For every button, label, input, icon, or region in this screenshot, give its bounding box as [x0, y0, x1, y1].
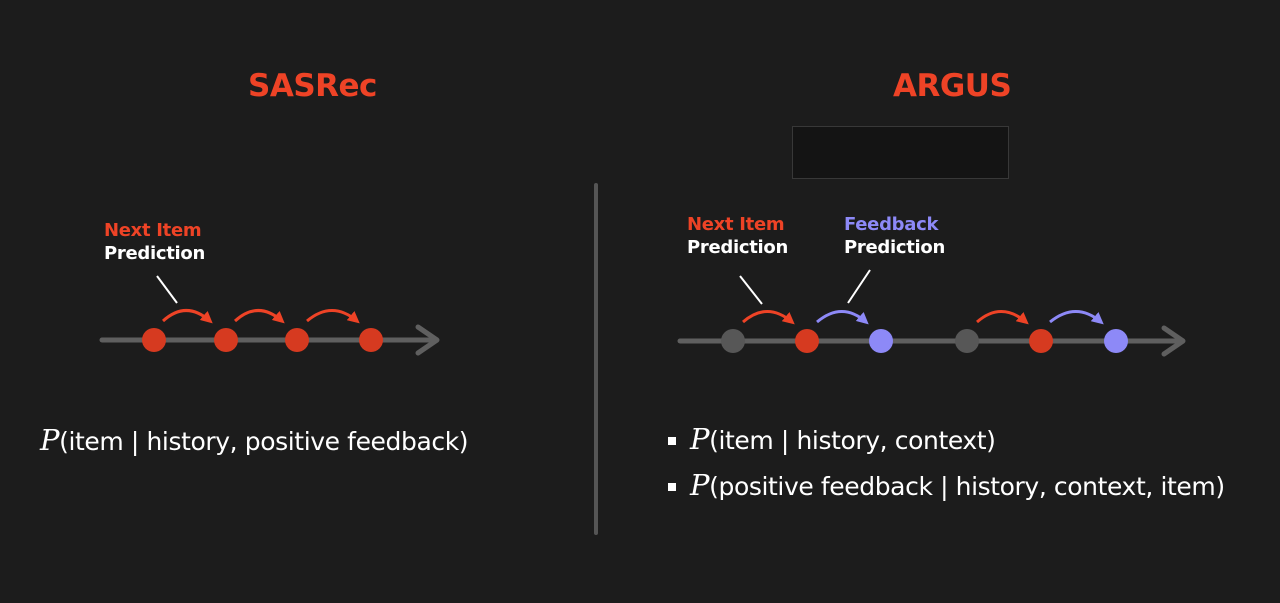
argus-feedback-arrow — [1049, 310, 1104, 325]
argus-title: ARGUS — [893, 68, 1012, 104]
argus-item-arrow — [976, 310, 1029, 325]
sasrec-item-node — [142, 328, 166, 352]
argus-feedback-node — [869, 329, 893, 353]
sasrec-transition-arrow — [233, 309, 285, 324]
sasrec-axis-arrowhead — [415, 324, 440, 356]
argus-next-item-label: Next Item Prediction — [687, 214, 788, 258]
argus-feedback-arrow — [816, 310, 869, 325]
argus-feedback-pointer — [847, 269, 871, 304]
sasrec-item-node — [285, 328, 309, 352]
sasrec-item-node — [359, 328, 383, 352]
argus-timeline — [677, 269, 1186, 357]
sasrec-formula: P(item | history, positive feedback) — [40, 423, 469, 457]
argus-context-node — [721, 329, 745, 353]
argus-item-arrow — [742, 310, 795, 325]
blank-box — [792, 126, 1009, 179]
argus-axis-arrowhead — [1161, 325, 1186, 357]
sasrec-transition-arrow — [161, 309, 213, 324]
argus-item-node — [1029, 329, 1053, 353]
argus-formula-item: P(item | history, context) — [690, 422, 996, 456]
bullet — [668, 483, 676, 491]
sasrec-item-node — [214, 328, 238, 352]
sasrec-transition-arrow — [306, 309, 360, 324]
sasrec-title: SASRec — [248, 68, 377, 104]
argus-context-node — [955, 329, 979, 353]
argus-formula-feedback: P(positive feedback | history, context, … — [690, 468, 1225, 502]
argus-next-pointer — [739, 275, 763, 305]
sasrec-label-pointer — [156, 275, 178, 304]
bullet — [668, 437, 676, 445]
divider — [594, 183, 598, 535]
sasrec-timeline — [99, 275, 440, 356]
argus-feedback-label: Feedback Prediction — [844, 214, 945, 258]
argus-feedback-node — [1104, 329, 1128, 353]
argus-item-node — [795, 329, 819, 353]
sasrec-next-item-label: Next Item Prediction — [104, 220, 205, 264]
